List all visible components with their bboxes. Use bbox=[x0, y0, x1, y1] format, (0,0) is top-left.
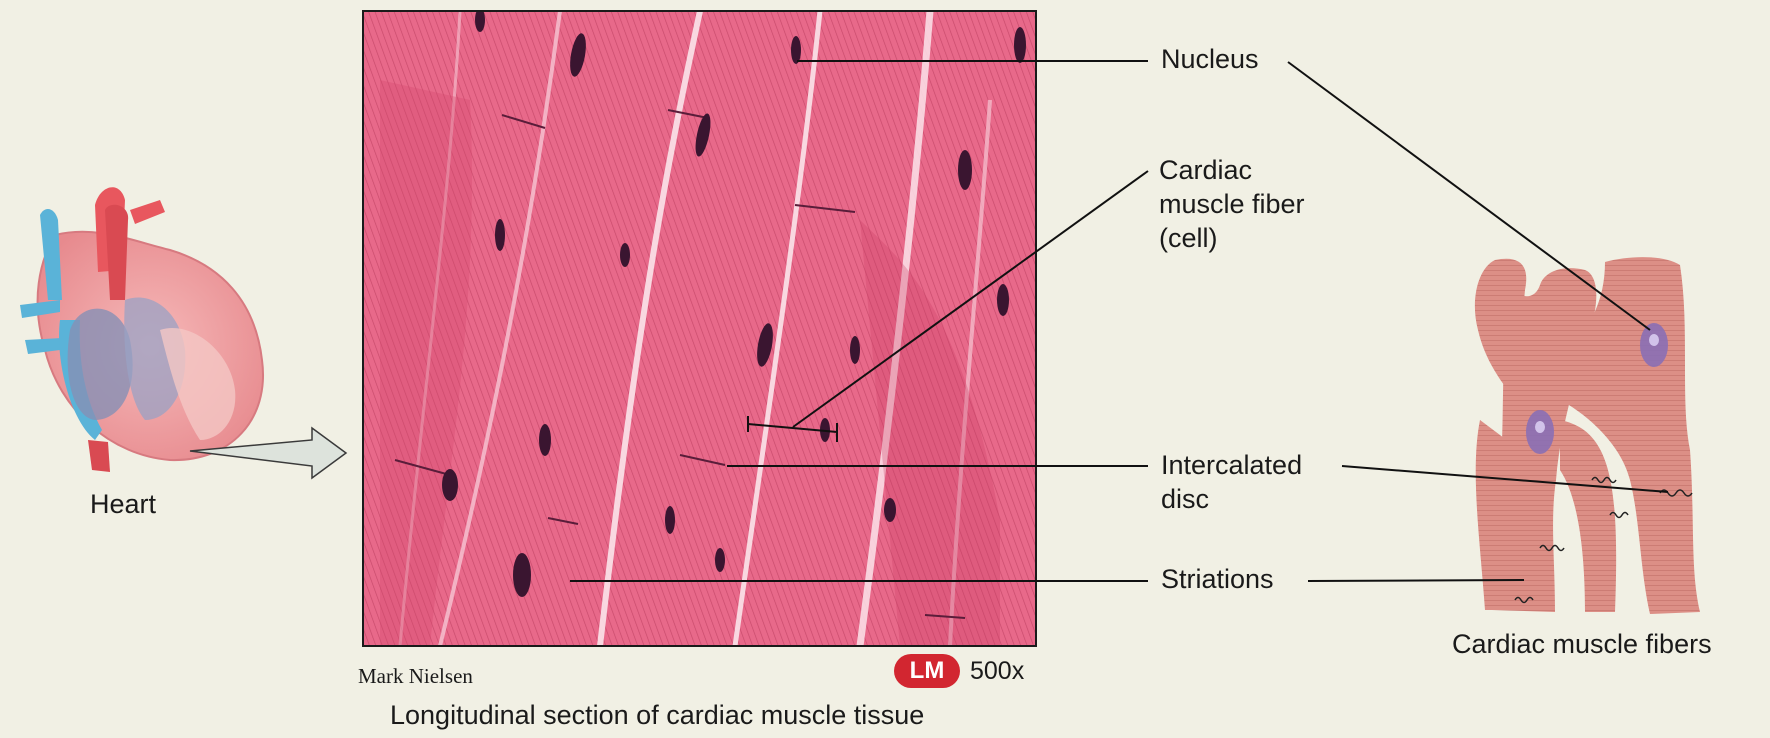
striations-label: Striations bbox=[1161, 564, 1274, 594]
cardiac-fiber-line-2: muscle fiber bbox=[1159, 189, 1305, 219]
cell-width-bracket bbox=[747, 423, 838, 433]
intercalated-disc-label: Intercalated disc bbox=[1161, 448, 1302, 516]
micrograph-caption: Longitudinal section of cardiac muscle t… bbox=[390, 700, 925, 730]
leader-cardiac-fiber bbox=[792, 170, 1149, 428]
intercalated-disc-line-1: Intercalated bbox=[1161, 450, 1303, 480]
magnification-label: 500x bbox=[970, 657, 1025, 685]
cardiac-fiber-line-3: (cell) bbox=[1159, 223, 1218, 253]
cardiac-muscle-fiber-label: Cardiac muscle fiber (cell) bbox=[1159, 153, 1305, 255]
heart-label: Heart bbox=[90, 489, 157, 519]
leader-intercalated-disc-fiber bbox=[1341, 465, 1669, 493]
cardiac-muscle-fibers-label: Cardiac muscle fibers bbox=[1452, 629, 1712, 659]
cardiac-fibers-illustration bbox=[1474, 257, 1700, 614]
nucleus-label: Nucleus bbox=[1161, 44, 1259, 74]
micrograph bbox=[362, 10, 1037, 647]
cardiac-fiber-line-1: Cardiac bbox=[1159, 155, 1253, 185]
photo-credit: Mark Nielsen bbox=[358, 664, 473, 688]
lm-badge: LM bbox=[894, 654, 960, 688]
pointer-arrow bbox=[189, 426, 348, 480]
heart-illustration bbox=[20, 187, 264, 472]
leader-nucleus-fiber bbox=[1287, 61, 1651, 331]
leader-lines bbox=[570, 60, 1669, 582]
intercalated-disc-line-2: disc bbox=[1161, 484, 1210, 514]
leader-striations-fiber bbox=[1307, 579, 1525, 582]
